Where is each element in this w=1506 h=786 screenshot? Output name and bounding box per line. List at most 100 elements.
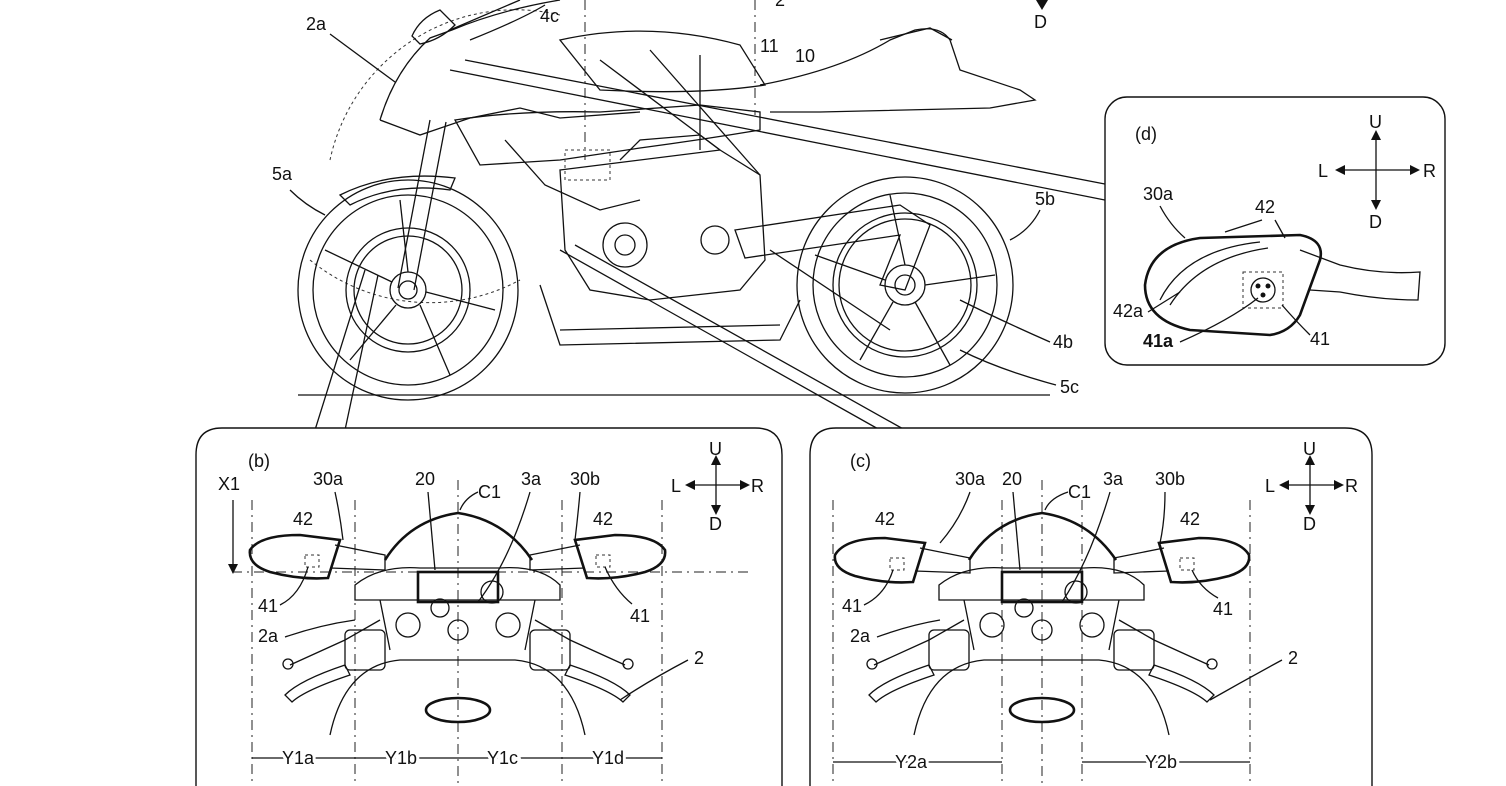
leader-b-body xyxy=(619,659,689,701)
leader-d-lens-edge xyxy=(1147,291,1181,313)
panel-b: (b) U D L R xyxy=(195,427,783,786)
label-d-lens: 42 xyxy=(1255,197,1275,217)
windscreen xyxy=(449,0,546,41)
leader-b-center xyxy=(459,491,479,511)
mirror-right-c xyxy=(1157,536,1251,584)
label-b-cowl: 2a xyxy=(258,626,279,646)
label-b-mirror-right: 30b xyxy=(570,469,600,489)
leader-d-lamp xyxy=(1281,304,1311,336)
dim-b-1: Y1a xyxy=(282,748,315,768)
leader-c-screen xyxy=(1012,491,1021,571)
leader-c-key xyxy=(1061,491,1111,603)
headlight-cowl xyxy=(411,9,456,45)
leader-to-d-lower xyxy=(449,69,1131,206)
leader-rear-wheel xyxy=(1009,209,1041,241)
label-c-center: C1 xyxy=(1068,482,1091,502)
label-b-mirror-left: 30a xyxy=(313,469,344,489)
label-seat-frame: 11 xyxy=(760,36,779,56)
arrow-left-icon xyxy=(685,480,695,490)
leader-c-lamp-left xyxy=(863,569,894,606)
arrow-left-icon xyxy=(1335,165,1345,175)
arrow-right-icon xyxy=(740,480,750,490)
leader-to-b-1 xyxy=(314,269,366,431)
label-swingarm-part: 4b xyxy=(1053,332,1073,352)
dim-c-2: Y2b xyxy=(1145,752,1177,772)
dir-left-d: L xyxy=(1318,161,1328,181)
rear-wheel xyxy=(796,176,1014,394)
motorcycle-side-view: 2a 5a 4c 11 10 2 D 5b 4b 5c xyxy=(272,0,1131,431)
label-c-mirror-left: 30a xyxy=(955,469,986,489)
label-fairing: 2a xyxy=(306,14,327,34)
dim-b-2: Y1b xyxy=(385,748,417,768)
seat-tail xyxy=(759,28,1037,113)
windscreen-c xyxy=(967,511,1118,561)
leader-c-mirror-left xyxy=(939,491,971,544)
dir-down-d: D xyxy=(1369,212,1382,232)
underside-line xyxy=(559,324,781,331)
label-c-lamp-right: 41 xyxy=(1213,599,1233,619)
leader-to-c-1 xyxy=(559,249,881,431)
label-seat: 10 xyxy=(795,46,815,66)
arrow-down-icon xyxy=(1371,200,1381,210)
dir-right-b: R xyxy=(751,476,764,496)
label-b-x1: X1 xyxy=(218,474,240,494)
panel-d-tag: (d) xyxy=(1135,124,1157,144)
leader-front-wheel xyxy=(289,189,326,216)
dir-down-b: D xyxy=(709,514,722,534)
label-d-mirror: 30a xyxy=(1143,184,1174,204)
leader-b-lamp-left xyxy=(279,566,309,606)
swingarm xyxy=(734,204,931,291)
label-rear-wheel: 5b xyxy=(1035,189,1055,209)
dir-left-c: L xyxy=(1265,476,1275,496)
front-callout-arc-lower xyxy=(309,259,521,304)
arrow-up-icon xyxy=(711,455,721,465)
label-b-lamp-right: 41 xyxy=(630,606,650,626)
leader-to-d-upper xyxy=(464,59,1111,186)
mirror-right-b xyxy=(573,533,667,580)
direction-compass-d: U D L R xyxy=(1318,112,1436,232)
label-b-key: 3a xyxy=(521,469,542,489)
exhaust-underside xyxy=(539,284,801,346)
arrow-down-icon xyxy=(711,505,721,515)
leader-d-lens xyxy=(1224,219,1286,239)
label-b-body: 2 xyxy=(694,648,704,668)
label-d-lamp-face: 41a xyxy=(1143,331,1174,351)
label-top-direction: D xyxy=(1034,12,1047,32)
label-b-lamp-left: 41 xyxy=(258,596,278,616)
leader-c-body xyxy=(1209,659,1283,701)
dim-c-1: Y2a xyxy=(895,752,928,772)
mirror-detail xyxy=(1143,233,1421,337)
leader-c-mirror-right xyxy=(1159,491,1166,544)
label-d-lamp: 41 xyxy=(1310,329,1330,349)
leader-d-lamp-face xyxy=(1179,297,1259,343)
arrow-down-icon xyxy=(1036,0,1048,10)
leader-b-lamp-right xyxy=(604,566,633,605)
dir-right-d: R xyxy=(1423,161,1436,181)
leader-to-c-2 xyxy=(574,244,906,431)
arrow-right-icon xyxy=(1334,480,1344,490)
front-view-bike-c xyxy=(833,511,1251,736)
front-fork xyxy=(397,119,447,291)
label-c-lamp-left: 41 xyxy=(842,596,862,616)
chain-line xyxy=(769,249,891,331)
panel-d: (d) U D L R 30a 42 42a xyxy=(1104,96,1446,366)
dir-left-b: L xyxy=(671,476,681,496)
leader-c-cowl xyxy=(876,619,941,638)
leader-b-mirror-left xyxy=(334,491,344,541)
frame-tubes xyxy=(599,49,761,176)
arrow-down-icon xyxy=(1305,505,1315,515)
mirror-left-b xyxy=(248,533,342,580)
label-b-screen: 20 xyxy=(415,469,435,489)
label-c-mirror-right: 30b xyxy=(1155,469,1185,489)
leader-b-cowl xyxy=(284,619,356,638)
dim-b-4: Y1d xyxy=(592,748,624,768)
direction-compass-c: U D L R xyxy=(1265,439,1358,534)
front-wheel xyxy=(297,179,519,401)
label-front-wheel: 5a xyxy=(272,164,293,184)
arrow-down-icon xyxy=(228,564,238,574)
leader-b-mirror-right xyxy=(574,491,581,541)
label-c-screen: 20 xyxy=(1002,469,1022,489)
direction-compass-b: U D L R xyxy=(671,439,764,534)
panel-c: (c) U D L R xyxy=(809,427,1373,786)
label-fork-part: 4c xyxy=(540,6,559,26)
